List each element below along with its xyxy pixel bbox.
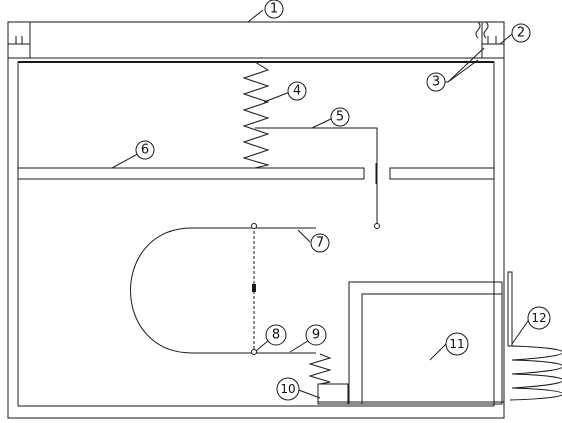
svg-text:5: 5 [336,110,344,125]
label-9: 9 [305,324,327,346]
u-belt [130,227,316,354]
svg-text:6: 6 [141,143,149,158]
top-roller [7,21,505,59]
svg-text:11: 11 [449,337,464,351]
lower-spring [308,353,332,385]
svg-text:12: 12 [531,311,546,325]
label-6: 6 [135,140,155,160]
svg-text:3: 3 [432,75,440,90]
label-11: 11 [445,332,469,356]
wire [255,127,378,226]
svg-text:9: 9 [312,328,320,343]
label-3: 3 [426,72,446,92]
box [348,281,503,405]
svg-text:2: 2 [517,26,525,41]
label-7: 7 [310,233,330,253]
wire-end-node [374,223,380,229]
label-10: 10 [276,377,300,401]
label-2: 2 [511,23,531,43]
label-4: 4 [287,81,307,101]
right-pole [507,271,513,347]
svg-text:1: 1 [270,2,278,17]
label-5: 5 [330,107,350,127]
label-12: 12 [527,306,551,330]
right-coil [509,345,562,401]
svg-text:10: 10 [280,382,295,396]
middle-plate [17,163,495,184]
label-8: 8 [265,324,287,346]
upper-spring [242,61,270,169]
base-block [317,383,349,405]
svg-text:4: 4 [293,84,301,99]
outer-frame [7,57,505,419]
svg-text:8: 8 [272,328,280,343]
svg-text:7: 7 [316,236,324,251]
label-1: 1 [264,0,284,19]
center-link [251,223,257,355]
